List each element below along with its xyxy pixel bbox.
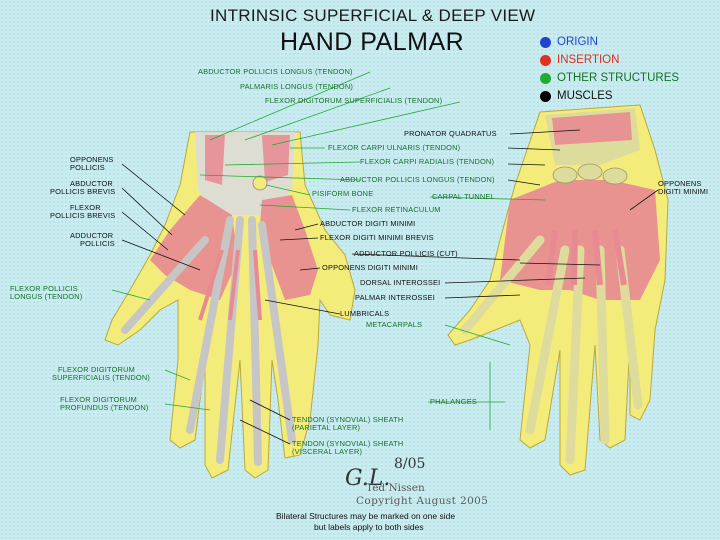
other-dot-icon bbox=[540, 72, 551, 84]
insertion-dot-icon bbox=[540, 54, 551, 66]
label-phalanges: PHALANGES bbox=[430, 397, 477, 406]
label-fdp-tendon: FLEXOR DIGITORUM PROFUNDUS (TENDON) bbox=[60, 395, 149, 413]
label-apb-l1: ABDUCTOR bbox=[70, 179, 113, 188]
origin-dot-icon bbox=[540, 36, 551, 48]
label-palmar-interossei: PALMAR INTEROSSEI bbox=[355, 293, 436, 302]
label-fpb-l2: POLLICIS BREVIS bbox=[50, 211, 116, 221]
label-flexor-carpi-radialis: FLEXOR CARPI RADIALIS (TENDON) bbox=[360, 157, 495, 166]
title-line-2: HAND PALMAR bbox=[280, 28, 465, 56]
note-line-2: but labels apply to both sides bbox=[314, 522, 424, 532]
note-line-1: Bilateral Structures may be marked on on… bbox=[276, 511, 456, 521]
label-sheath-parietal: TENDON (SYNOVIAL) SHEATH (PARIETAL LAYER… bbox=[292, 415, 404, 433]
label-fpl-l1: FLEXOR POLLICIS bbox=[10, 284, 78, 293]
label-dorsal-interossei: DORSAL INTEROSSEI bbox=[360, 278, 441, 287]
leader-lines bbox=[111, 71, 659, 445]
label-opponens-digiti-minimi-center: OPPONENS DIGITI MINIMI bbox=[322, 263, 418, 272]
legend-muscles-label: MUSCLES bbox=[557, 90, 613, 102]
label-flexor-pollicis-brevis: FLEXOR POLLICIS BREVIS bbox=[50, 203, 115, 221]
right-interossei bbox=[545, 229, 627, 286]
label-fds-top: FLEXOR DIGITORUM SUPERFICIALIS (TENDON) bbox=[265, 96, 443, 105]
title-line-1: INTRINSIC SUPERFICIAL & DEEP VIEW bbox=[210, 6, 536, 25]
label-opponens-pollicis-l2: POLLICIS bbox=[70, 163, 105, 173]
legend-origin-label: ORIGIN bbox=[557, 36, 598, 48]
label-odm-l2: DIGITI MINIMI bbox=[658, 187, 709, 197]
left-forearm-muscle bbox=[205, 135, 290, 185]
label-sheath-parietal-l2: (PARIETAL LAYER) bbox=[292, 423, 361, 433]
label-pisiform-bone: PISIFORM BONE bbox=[312, 189, 374, 198]
label-fds-tendon: FLEXOR DIGITORUM SUPERFICIALIS (TENDON) bbox=[52, 365, 151, 383]
label-abductor-pollicis-longus-2: ABDUCTOR POLLICIS LONGUS (TENDON) bbox=[340, 175, 495, 184]
carpal-bones bbox=[552, 163, 628, 185]
signature-date: 8/05 bbox=[394, 456, 426, 472]
label-flexor-digiti-minimi-brevis: FLEXOR DIGITI MINIMI BREVIS bbox=[320, 233, 434, 242]
label-fpb-l1: FLEXOR bbox=[70, 203, 101, 212]
label-fds-l1: FLEXOR DIGITORUM bbox=[58, 365, 135, 374]
legend-other: OTHER STRUCTURES bbox=[540, 69, 679, 87]
left-finger-tendons bbox=[121, 216, 296, 466]
label-fpl-l2: LONGUS (TENDON) bbox=[10, 292, 83, 302]
label-sheath-visceral-l1: TENDON (SYNOVIAL) SHEATH bbox=[292, 439, 404, 448]
label-carpal-tunnel: CARPAL TUNNEL bbox=[432, 192, 495, 201]
label-fds-l2: SUPERFICIALIS (TENDON) bbox=[52, 373, 151, 383]
legend: ORIGIN INSERTION OTHER STRUCTURES MUSCLE… bbox=[540, 33, 679, 105]
legend-origin: ORIGIN bbox=[540, 33, 679, 51]
left-hypothenar-muscles bbox=[260, 195, 318, 300]
legend-insertion-label: INSERTION bbox=[557, 54, 620, 66]
label-flexor-retinaculum: FLEXOR RETINACULUM bbox=[352, 205, 441, 214]
label-ap-l1: ADDUCTOR bbox=[70, 231, 114, 240]
label-abductor-pollicis-longus: ABDUCTOR POLLICIS LONGUS (TENDON) bbox=[198, 67, 353, 76]
label-sheath-visceral: TENDON (SYNOVIAL) SHEATH (VISCERAL LAYER… bbox=[292, 439, 404, 457]
label-opponens-digiti-minimi-right: OPPONENS DIGITI MINIMI bbox=[658, 179, 709, 197]
label-abductor-pollicis-brevis: ABDUCTOR POLLICIS BREVIS bbox=[50, 179, 115, 197]
label-flexor-pollicis-longus: FLEXOR POLLICIS LONGUS (TENDON) bbox=[10, 284, 83, 302]
left-hand bbox=[104, 131, 356, 479]
muscles-dot-icon bbox=[540, 90, 551, 102]
legend-other-label: OTHER STRUCTURES bbox=[557, 72, 680, 84]
label-metacarpals: METACARPALS bbox=[366, 320, 423, 329]
label-apb-l2: POLLICIS BREVIS bbox=[50, 187, 116, 197]
pisiform-bone-shape bbox=[252, 175, 268, 191]
label-adductor-pollicis-cut: ADDUCTOR POLLICIS (CUT) bbox=[354, 249, 458, 258]
left-lumbricals bbox=[198, 249, 262, 321]
label-sheath-visceral-l2: (VISCERAL LAYER) bbox=[292, 447, 363, 457]
label-fdp-l1: FLEXOR DIGITORUM bbox=[60, 395, 137, 404]
label-palmaris-longus: PALMARIS LONGUS (TENDON) bbox=[240, 82, 354, 91]
label-opponens-pollicis: OPPONENS POLLICIS bbox=[70, 155, 114, 173]
label-abductor-digiti-minimi: ABDUCTOR DIGITI MINIMI bbox=[320, 219, 416, 228]
label-opponens-pollicis-l1: OPPONENS bbox=[70, 155, 114, 164]
credit: Ted Nissen bbox=[366, 482, 425, 494]
label-flexor-carpi-ulnaris: FLEXOR CARPI ULNARIS (TENDON) bbox=[328, 143, 461, 152]
label-ap-l2: POLLICIS bbox=[80, 239, 115, 249]
right-pronator-muscle bbox=[552, 112, 632, 145]
label-sheath-parietal-l1: TENDON (SYNOVIAL) SHEATH bbox=[292, 415, 404, 424]
signature: G.L. bbox=[345, 466, 391, 491]
copyright: Copyright August 2005 bbox=[356, 495, 489, 507]
label-odm-l1: OPPONENS bbox=[658, 179, 702, 188]
label-adductor-pollicis: ADDUCTOR POLLICIS bbox=[70, 231, 115, 249]
label-fdp-l2: PROFUNDUS (TENDON) bbox=[60, 403, 149, 413]
right-hand bbox=[447, 104, 669, 476]
label-pronator-quadratus: PRONATOR QUADRATUS bbox=[404, 129, 497, 138]
legend-muscles: MUSCLES bbox=[540, 87, 679, 105]
label-lumbricals: LUMBRICALS bbox=[340, 309, 390, 318]
legend-insertion: INSERTION bbox=[540, 51, 679, 69]
